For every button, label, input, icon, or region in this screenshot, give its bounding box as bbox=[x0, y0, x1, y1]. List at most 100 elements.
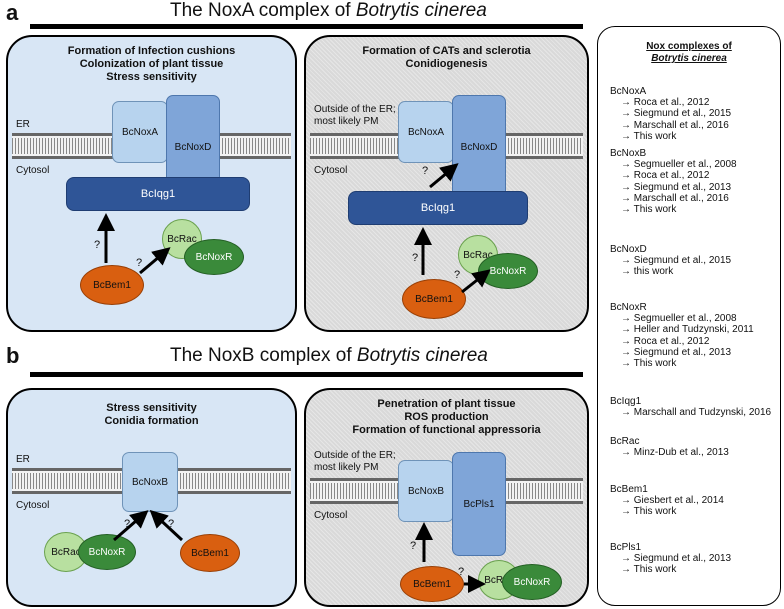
ref-entry: → Siegmund et al., 2015 bbox=[621, 108, 732, 120]
ref-entry: → Siegmund et al., 2013 bbox=[621, 181, 732, 193]
ref-entry: → This work bbox=[621, 358, 677, 370]
cytosol-label: Cytosol bbox=[314, 510, 348, 521]
ref-group-noxb: BcNoxB → Segmueller et al., 2008 → Roca … bbox=[610, 148, 737, 215]
pls1-protein: BcPls1 bbox=[452, 452, 506, 556]
header-line: Formation of Infection cushions bbox=[67, 45, 236, 57]
outside-line: Outside of the ER; bbox=[314, 104, 396, 115]
question-mark: ? bbox=[124, 518, 131, 530]
bem1-protein: BcBem1 bbox=[400, 566, 464, 602]
cell-header: Formation of CATs and sclerotia Conidiog… bbox=[306, 45, 587, 71]
noxr-protein: BcNoxR bbox=[78, 534, 136, 570]
ref-group-name: BcPls1 bbox=[610, 542, 642, 553]
bem1-protein: BcBem1 bbox=[80, 265, 144, 305]
question-mark: ? bbox=[454, 269, 461, 281]
noxa-er-cell: Formation of Infection cushions Coloniza… bbox=[6, 35, 297, 332]
ref-group-bem1: BcBem1 → Giesbert et al., 2014 → This wo… bbox=[610, 484, 724, 518]
ref-entry: → Marschall and Tudzynski, 2016 bbox=[621, 407, 772, 419]
panel-b-rule bbox=[30, 372, 583, 377]
ref-group-noxd: BcNoxD → Siegmund et al., 2015 → this wo… bbox=[610, 244, 731, 278]
rac-protein: BcRac bbox=[162, 219, 202, 259]
cell-header: Penetration of plant tissue ROS producti… bbox=[306, 398, 587, 437]
cell-header: Formation of Infection cushions Coloniza… bbox=[8, 45, 295, 84]
ref-group-pls1: BcPls1 → Siegmund et al., 2013 → This wo… bbox=[610, 542, 731, 576]
outside-label: Outside of the ER; most likely PM bbox=[314, 104, 396, 128]
ref-entry: → Siegmund et al., 2013 bbox=[621, 553, 732, 565]
ref-group-name: BcRac bbox=[610, 436, 640, 447]
header-line: ROS production bbox=[404, 411, 489, 423]
cytosol-label: Cytosol bbox=[16, 165, 50, 176]
header-line: Stress sensitivity bbox=[106, 71, 197, 83]
ref-entry: → Segmueller et al., 2008 bbox=[621, 159, 737, 171]
header-line: Formation of functional appressoria bbox=[352, 424, 541, 436]
ref-entry: → Giesbert et al., 2014 bbox=[621, 495, 724, 507]
references-title-line: Nox complexes of bbox=[646, 41, 732, 52]
noxr-protein: BcNoxR bbox=[184, 239, 244, 275]
header-line: Colonization of plant tissue bbox=[79, 58, 224, 70]
panel-b-title-species: Botrytis cinerea bbox=[356, 345, 488, 366]
ref-entry: → This work bbox=[621, 564, 677, 576]
panel-b-title-prefix: The NoxB complex of bbox=[170, 345, 357, 366]
ref-entry: → Roca et al., 2012 bbox=[621, 170, 710, 182]
ref-group-name: BcNoxA bbox=[610, 86, 647, 97]
question-mark: ? bbox=[422, 165, 429, 177]
header-line: Conidia formation bbox=[104, 415, 199, 427]
question-mark: ? bbox=[410, 540, 417, 552]
ref-entry: → Siegmund et al., 2015 bbox=[621, 255, 732, 267]
header-line: Stress sensitivity bbox=[106, 402, 197, 414]
ref-group-noxa: BcNoxA → Roca et al., 2012 → Siegmund et… bbox=[610, 86, 731, 142]
noxr-protein: BcNoxR bbox=[502, 564, 562, 600]
bem1-protein: BcBem1 bbox=[402, 279, 466, 319]
ref-group-name: BcNoxR bbox=[610, 302, 647, 313]
panel-a-title-prefix: The NoxA complex of bbox=[170, 0, 356, 21]
noxb-pm-cell: Penetration of plant tissue ROS producti… bbox=[304, 388, 589, 607]
ref-entry: → this work bbox=[621, 266, 674, 278]
er-label: ER bbox=[16, 454, 30, 465]
noxd-protein: BcNoxD bbox=[452, 95, 506, 199]
question-mark: ? bbox=[458, 566, 465, 578]
panel-b-letter: b bbox=[6, 343, 20, 368]
noxa-protein: BcNoxA bbox=[112, 101, 168, 163]
header-line: Penetration of plant tissue bbox=[377, 398, 516, 410]
ref-entry: → This work bbox=[621, 130, 677, 142]
references-box: Nox complexes of Botrytis cinerea BcNoxA… bbox=[597, 26, 781, 606]
ref-entry: → Marschall et al., 2016 bbox=[621, 119, 729, 131]
outside-line: most likely PM bbox=[314, 116, 379, 127]
ref-entry: → This work bbox=[621, 204, 677, 216]
ref-entry: → Minz-Dub et al., 2013 bbox=[621, 447, 729, 459]
interaction-arrows bbox=[113, 509, 184, 542]
ref-group-name: BcBem1 bbox=[610, 484, 648, 495]
question-mark: ? bbox=[412, 252, 419, 264]
outside-line: Outside of the ER; bbox=[314, 450, 396, 461]
noxa-pm-cell: Formation of CATs and sclerotia Conidiog… bbox=[304, 35, 589, 332]
panel-b-title: The NoxB complex of Botrytis cinerea bbox=[170, 345, 488, 367]
ref-group-name: BcIqg1 bbox=[610, 396, 642, 407]
panel-a-rule bbox=[30, 24, 583, 29]
references-title-species: Botrytis cinerea bbox=[651, 53, 727, 64]
ref-group-iqg1: BcIqg1 → Marschall and Tudzynski, 2016 bbox=[610, 396, 771, 418]
er-label: ER bbox=[16, 119, 30, 130]
interaction-arrows bbox=[97, 213, 171, 275]
iqg1-protein: BcIqg1 bbox=[66, 177, 250, 211]
references-title: Nox complexes of Botrytis cinerea bbox=[598, 41, 780, 65]
interaction-arrows bbox=[415, 522, 486, 593]
cell-header: Stress sensitivity Conidia formation bbox=[8, 402, 295, 428]
panel-a-title: The NoxA complex of Botrytis cinerea bbox=[170, 0, 487, 22]
cytosol-label: Cytosol bbox=[16, 500, 50, 511]
bem1-protein: BcBem1 bbox=[180, 534, 240, 572]
panel-a-letter: a bbox=[6, 0, 19, 25]
question-mark: ? bbox=[136, 257, 143, 269]
ref-entry: → Heller and Tudzynski, 2011 bbox=[621, 324, 754, 336]
question-mark: ? bbox=[94, 239, 101, 251]
ref-group-name: BcNoxD bbox=[610, 244, 647, 255]
header-line: Conidiogenesis bbox=[405, 58, 488, 70]
ref-group-noxr: BcNoxR → Segmueller et al., 2008 → Helle… bbox=[610, 302, 754, 369]
iqg1-protein: BcIqg1 bbox=[348, 191, 528, 225]
noxa-protein: BcNoxA bbox=[398, 101, 454, 163]
outside-line: most likely PM bbox=[314, 462, 379, 473]
panel-a-title-species: Botrytis cinerea bbox=[355, 0, 487, 21]
ref-entry: → Roca et al., 2012 bbox=[621, 97, 710, 109]
interaction-arrows bbox=[414, 163, 491, 294]
question-mark: ? bbox=[168, 518, 175, 530]
outside-label: Outside of the ER; most likely PM bbox=[314, 450, 396, 474]
ref-entry: → Roca et al., 2012 bbox=[621, 335, 710, 347]
